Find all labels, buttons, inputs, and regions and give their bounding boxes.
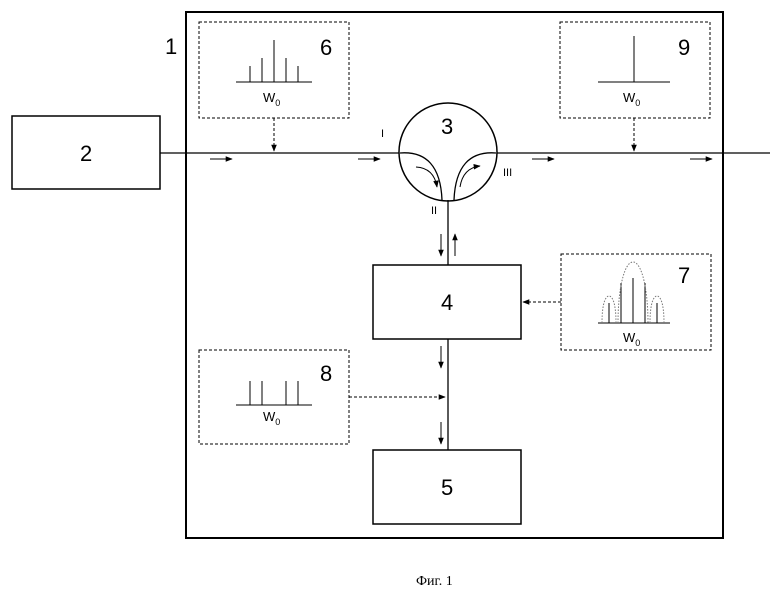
port-III-label: III	[503, 167, 512, 179]
spectrum-7-freq: W0	[623, 330, 640, 348]
spectrum-6-freq: W0	[263, 90, 280, 108]
spectrum-9-lines	[598, 36, 670, 82]
block-5-label: 5	[441, 475, 453, 500]
spectrum-9-freq: W0	[623, 90, 640, 108]
device-number: 1	[165, 34, 177, 59]
spectrum-8-number: 8	[320, 361, 332, 386]
spectrum-6-number: 6	[320, 35, 332, 60]
block-2-label: 2	[80, 141, 92, 166]
port-I-label: I	[381, 128, 384, 140]
spectrum-8-lines	[236, 381, 312, 405]
port-II-label: II	[431, 205, 437, 217]
figure-caption: Фиг. 1	[416, 574, 453, 589]
spectrum-8-freq: W0	[263, 409, 280, 427]
spectrum-9-number: 9	[678, 35, 690, 60]
spectrum-7-number: 7	[678, 263, 690, 288]
block-4-label: 4	[441, 290, 453, 315]
spectrum-7-lines	[598, 278, 670, 323]
circulator-label: 3	[441, 114, 453, 139]
spectrum-6-lines	[236, 40, 312, 82]
